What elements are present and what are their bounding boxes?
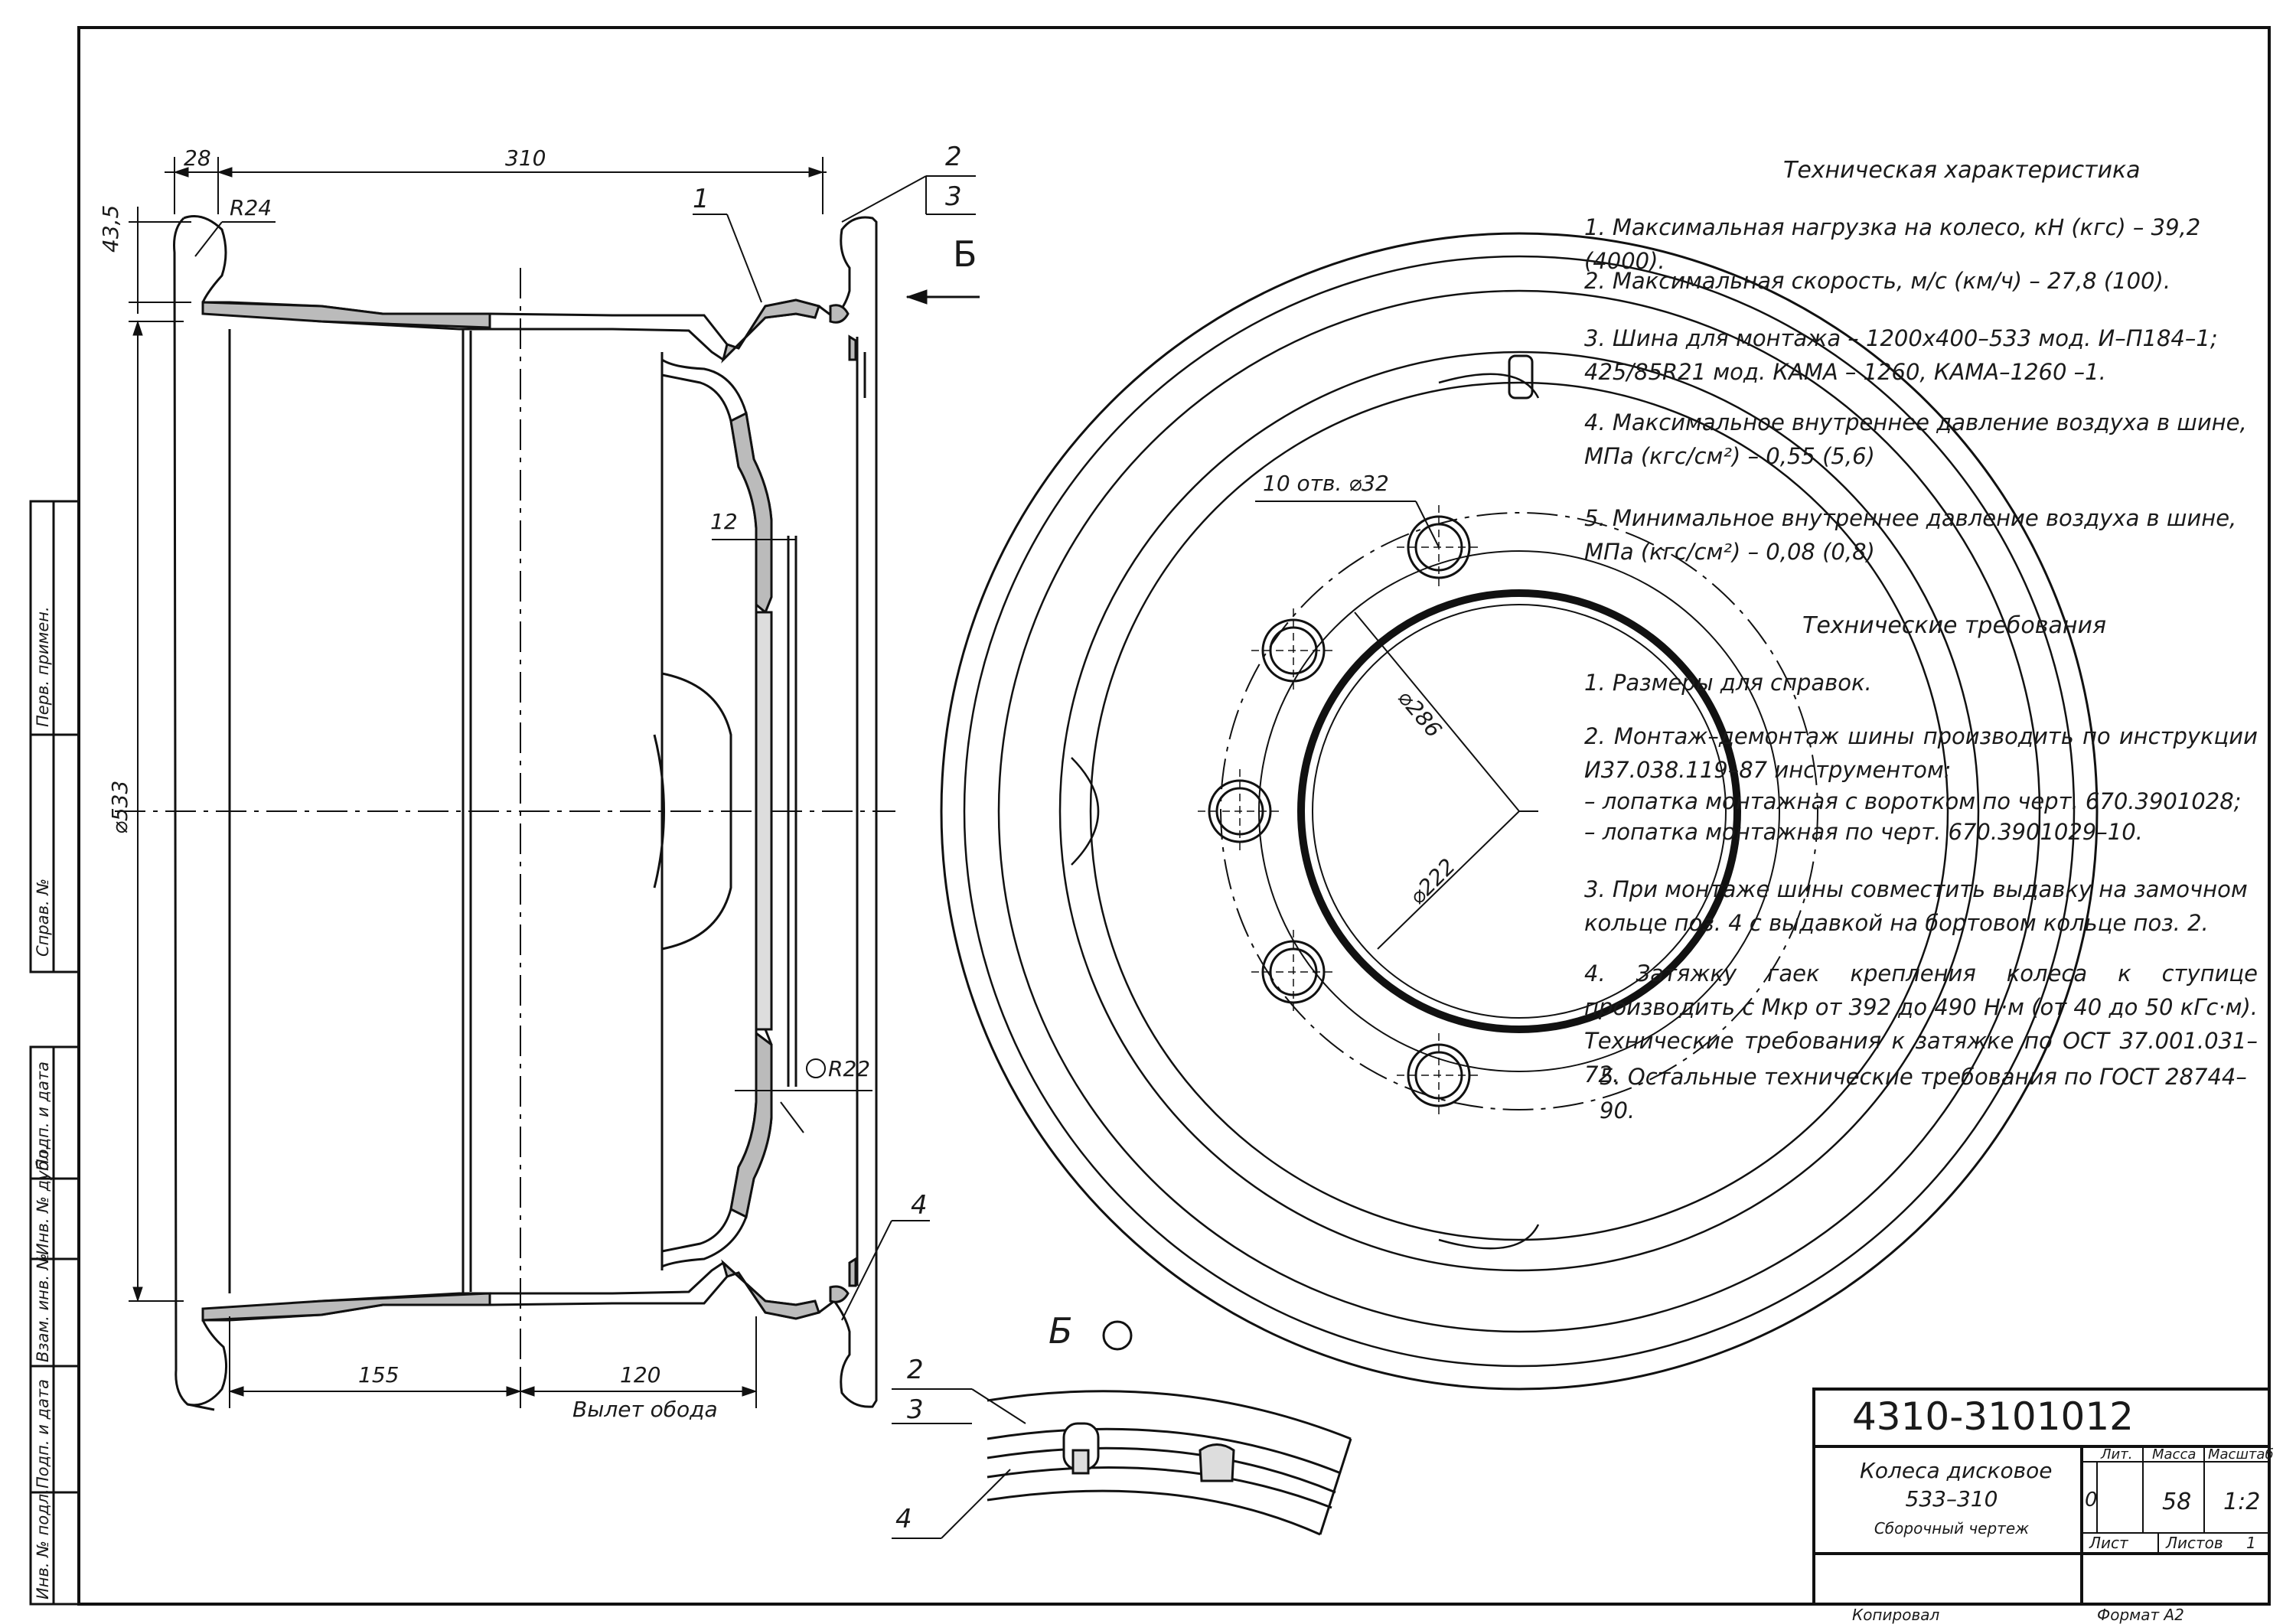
dim-12: 12 bbox=[710, 509, 738, 534]
rim-section bbox=[115, 157, 980, 1411]
tech-req-title: Технические требования bbox=[1802, 612, 2106, 639]
side-stamp-first-use: Перв. примен. bbox=[34, 606, 52, 727]
tech-char-item-3: 3. Шина для монтажа – 1200х400–533 мод. … bbox=[1584, 325, 2218, 385]
dim-offset: Вылет обода bbox=[572, 1397, 718, 1422]
tech-char-title: Техническая характеристика bbox=[1783, 157, 2141, 184]
tech-char-item-2: 2. Максимальная скорость, м/с (км/ч) – 2… bbox=[1584, 268, 2171, 294]
tech-char-item-4: 4. Максимальное внутреннее давление возд… bbox=[1584, 409, 2247, 469]
lit-header: Лит. bbox=[2101, 1446, 2133, 1463]
side-stamp-ref-no: Справ. № bbox=[34, 878, 52, 957]
side-stamp-repl-inv: Взам. инв. № bbox=[34, 1253, 52, 1362]
view-callout-3: 3 bbox=[907, 1394, 924, 1425]
drawing-name-line-2: 533–310 bbox=[1905, 1486, 1998, 1511]
wheel-front-view bbox=[940, 232, 2099, 1391]
dim-43-5: 43,5 bbox=[98, 204, 123, 253]
view-b-detail bbox=[892, 1320, 1352, 1539]
tech-req-item-2b: – лопатка монтажная по черт. 670.3901029… bbox=[1584, 819, 2143, 845]
tech-char-item-5: 5. Минимальное внутреннее давление возду… bbox=[1584, 505, 2237, 565]
tech-req-item-3: 3. При монтаже шины совместить выдавку н… bbox=[1584, 876, 2248, 936]
section-label: Б bbox=[953, 233, 977, 275]
dim-310: 310 bbox=[505, 145, 546, 171]
tech-req-item-5: 5. Остальные технические требования по Г… bbox=[1600, 1064, 2247, 1123]
view-callout-2: 2 bbox=[907, 1355, 924, 1385]
mass-header: Масса bbox=[2152, 1446, 2197, 1463]
drawing-number: 4310-3101012 bbox=[1852, 1394, 2134, 1439]
side-stamp-orig-inv: Инв. № подл. bbox=[34, 1489, 52, 1600]
scale-value: 1:2 bbox=[2223, 1489, 2261, 1515]
side-stamp-frame bbox=[29, 500, 80, 1606]
dim-holes: 10 отв. ⌀32 bbox=[1263, 471, 1389, 496]
dim-533: ⌀533 bbox=[107, 780, 132, 834]
dim-120: 120 bbox=[620, 1362, 661, 1388]
sheets-value: 1 bbox=[2246, 1534, 2256, 1552]
callout-2: 2 bbox=[945, 142, 962, 172]
title-block-frame bbox=[1812, 1388, 2271, 1606]
drawing-name-line-1: Колеса дисковое bbox=[1860, 1458, 2053, 1483]
lit-value: 0 bbox=[2085, 1489, 2098, 1511]
copied-label: Копировал bbox=[1852, 1606, 1940, 1624]
view-label: Б bbox=[1049, 1310, 1073, 1352]
side-stamp-sign-date-2: Подп. и дата bbox=[34, 1378, 52, 1489]
dim-155: 155 bbox=[358, 1362, 400, 1388]
tech-req-item-4: 4. Затяжку гаек крепления колеса к ступи… bbox=[1584, 960, 2258, 1088]
callout-1: 1 bbox=[693, 184, 709, 214]
tech-req-item-2: 2. Монтаж–демонтаж шины производить по и… bbox=[1584, 723, 2258, 783]
tech-req-item-2a: – лопатка монтажная с воротком по черт. … bbox=[1584, 788, 2242, 814]
sheet-label: Лист bbox=[2089, 1534, 2128, 1552]
dim-28: 28 bbox=[184, 145, 211, 171]
dim-r24: R24 bbox=[230, 195, 272, 220]
sheets-label: Листов bbox=[2166, 1534, 2223, 1552]
format-label: Формат А2 bbox=[2097, 1606, 2184, 1624]
callout-4: 4 bbox=[911, 1190, 928, 1221]
dim-r22: R22 bbox=[828, 1056, 871, 1081]
drawing-doc-type: Сборочный чертеж bbox=[1874, 1519, 2030, 1538]
mass-value: 58 bbox=[2162, 1489, 2192, 1515]
callout-3: 3 bbox=[945, 181, 962, 212]
tech-char-item-1: 1. Максимальная нагрузка на колесо, кН (… bbox=[1584, 214, 2201, 274]
view-callout-4: 4 bbox=[895, 1504, 912, 1534]
scale-header: Масштаб bbox=[2208, 1446, 2274, 1463]
tech-req-item-1: 1. Размеры для справок. bbox=[1584, 670, 1872, 696]
side-stamp-dup-inv: Инв. № дубл. bbox=[34, 1145, 52, 1255]
